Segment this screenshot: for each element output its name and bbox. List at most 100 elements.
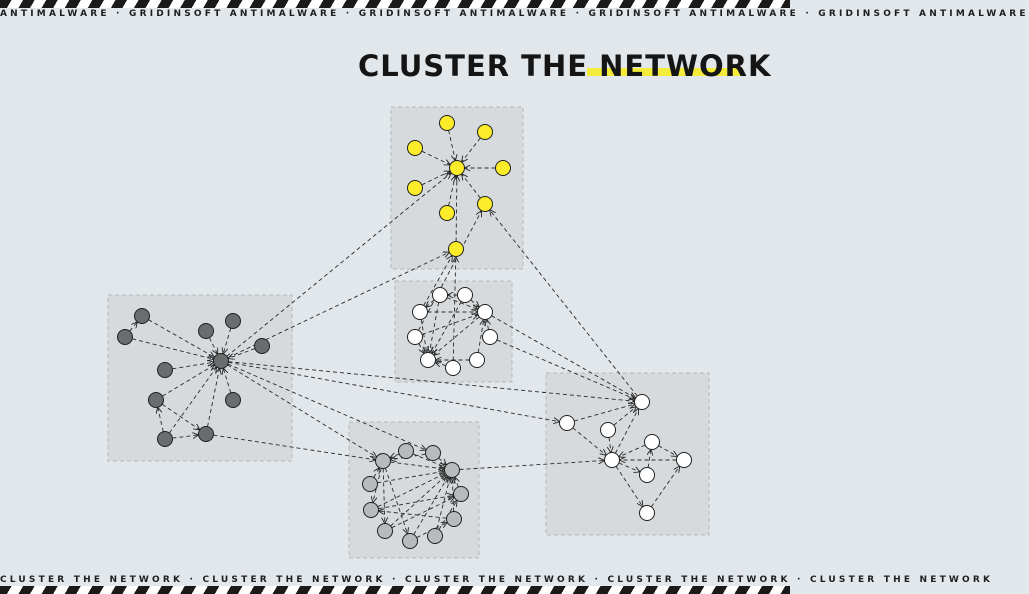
- edge-l5-l4: [377, 471, 444, 484]
- node-l4[interactable]: [444, 462, 460, 478]
- hazard-stripe-bottom: [0, 586, 790, 594]
- edge-d10-dc: [207, 369, 220, 427]
- edge-r3-r1: [613, 407, 636, 426]
- node-r8[interactable]: [639, 505, 655, 521]
- node-r5[interactable]: [604, 452, 620, 468]
- node-d9[interactable]: [157, 431, 173, 447]
- edge-r4-r5: [619, 444, 646, 457]
- title-highlight: [587, 68, 743, 76]
- node-y3[interactable]: [407, 140, 423, 156]
- edges: [129, 130, 680, 539]
- edge-y3-yc: [421, 150, 450, 164]
- edge-w6-w4: [487, 320, 489, 330]
- edge-dc-y8: [227, 252, 449, 359]
- node-l2[interactable]: [425, 445, 441, 461]
- edge-dc-yc: [226, 173, 451, 357]
- node-r1[interactable]: [634, 394, 650, 410]
- node-w8[interactable]: [469, 352, 485, 368]
- node-l5[interactable]: [362, 476, 378, 492]
- node-l9[interactable]: [377, 523, 393, 539]
- node-w9[interactable]: [445, 360, 461, 376]
- edge-w3-y8: [423, 256, 452, 306]
- node-w4[interactable]: [477, 304, 493, 320]
- page-title: CLUSTER THE NETWORK: [358, 49, 772, 83]
- edge-r5-r1: [615, 409, 638, 454]
- edge-r4-r6: [658, 445, 678, 456]
- node-w1[interactable]: [432, 287, 448, 303]
- node-r4[interactable]: [644, 434, 660, 450]
- edge-d8-dc: [223, 369, 232, 393]
- node-dc[interactable]: [213, 353, 229, 369]
- node-d5[interactable]: [254, 338, 270, 354]
- node-r6[interactable]: [676, 452, 692, 468]
- node-d6[interactable]: [157, 362, 173, 378]
- edge-w8-w4: [477, 320, 484, 353]
- edge-w6-r1: [496, 339, 635, 399]
- node-l8[interactable]: [446, 511, 462, 527]
- edge-l4-r5: [459, 461, 605, 470]
- edge-w4-w7: [434, 316, 480, 355]
- edge-y7-yc: [462, 174, 481, 199]
- network-graph[interactable]: [0, 0, 790, 594]
- edge-l2-l4: [438, 457, 446, 465]
- node-d10[interactable]: [198, 426, 214, 442]
- edge-y6-yc: [448, 176, 456, 206]
- node-y1[interactable]: [439, 115, 455, 131]
- edge-l3-l4: [390, 461, 444, 469]
- edge-r1-y7: [490, 210, 638, 397]
- edge-w2-w4: [470, 299, 479, 307]
- edge-l1-l3: [390, 454, 400, 458]
- node-d2[interactable]: [117, 329, 133, 345]
- node-l3[interactable]: [375, 453, 391, 469]
- ticker-bottom: CLUSTER THE NETWORK · CLUSTER THE NETWOR…: [0, 575, 994, 585]
- node-y7[interactable]: [477, 196, 493, 212]
- node-d3[interactable]: [198, 323, 214, 339]
- edge-l9-l4: [390, 475, 447, 527]
- node-y8[interactable]: [448, 241, 464, 257]
- node-w6[interactable]: [482, 329, 498, 345]
- node-l7[interactable]: [363, 502, 379, 518]
- node-yc[interactable]: [449, 160, 465, 176]
- node-r7[interactable]: [639, 467, 655, 483]
- edge-w5-w4: [421, 315, 477, 335]
- edge-l3-l11: [384, 467, 407, 533]
- node-y4[interactable]: [495, 160, 511, 176]
- edge-dc-l3: [227, 364, 376, 457]
- edge-l8-l7: [379, 511, 447, 519]
- node-r2[interactable]: [559, 415, 575, 431]
- node-l6[interactable]: [453, 486, 469, 502]
- nodes[interactable]: [117, 115, 692, 549]
- node-y2[interactable]: [477, 124, 493, 140]
- node-d7[interactable]: [148, 392, 164, 408]
- edge-w9-y8: [453, 257, 456, 361]
- node-d8[interactable]: [225, 392, 241, 408]
- edge-y5-yc: [421, 171, 450, 186]
- edge-l7-l6: [378, 495, 453, 510]
- node-y6[interactable]: [439, 205, 455, 221]
- edge-l9-l6: [391, 498, 454, 529]
- edge-w1-w4: [446, 297, 478, 310]
- edge-l3-l9: [383, 468, 385, 524]
- edge-y2-yc: [462, 137, 481, 162]
- node-d4[interactable]: [225, 313, 241, 329]
- node-y5[interactable]: [407, 180, 423, 196]
- hazard-stripe-top: [0, 0, 790, 8]
- node-w5[interactable]: [407, 329, 423, 345]
- node-l10[interactable]: [427, 528, 443, 544]
- node-l11[interactable]: [402, 533, 418, 549]
- edge-d3-dc: [208, 337, 217, 354]
- edge-d4-dc: [223, 328, 232, 353]
- edge-l10-l4: [436, 478, 450, 529]
- node-l1[interactable]: [398, 443, 414, 459]
- node-w3[interactable]: [412, 304, 428, 320]
- node-r3[interactable]: [600, 422, 616, 438]
- node-w7[interactable]: [420, 352, 436, 368]
- edge-d9-d10: [172, 435, 198, 438]
- edge-r5-r8: [615, 466, 643, 506]
- node-d1[interactable]: [134, 308, 150, 324]
- edge-r2-r1: [574, 404, 634, 422]
- node-w2[interactable]: [457, 287, 473, 303]
- edge-r5-r7: [618, 462, 640, 472]
- edge-l7-l4: [377, 474, 445, 508]
- edge-w5-w7: [418, 343, 424, 354]
